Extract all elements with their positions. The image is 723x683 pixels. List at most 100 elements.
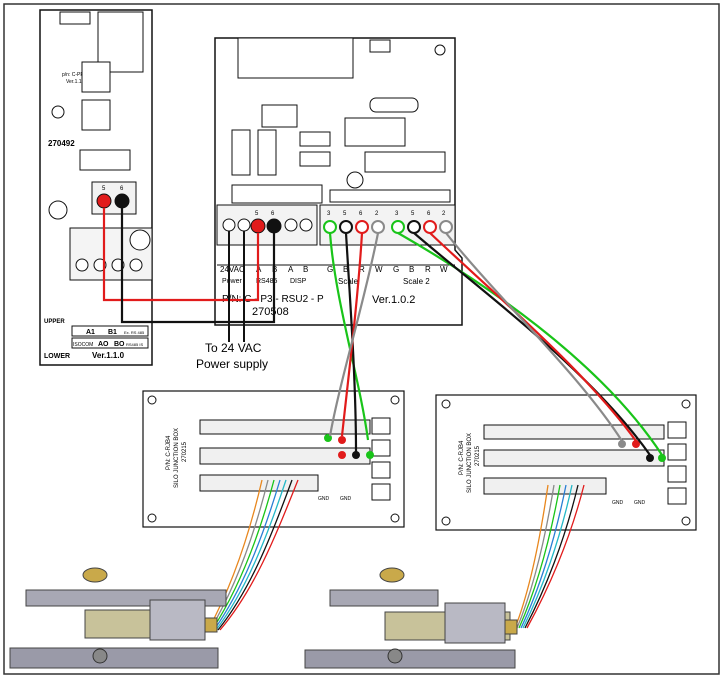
jb-right-w-dot <box>618 440 626 448</box>
main-board-chip-b <box>299 131 331 147</box>
left-board-cap <box>51 105 65 119</box>
left-board-chip-2 <box>81 99 111 131</box>
jb-right-mid-strip <box>483 449 665 467</box>
label-s1-w: W <box>375 265 383 274</box>
scale2-terminal-r <box>423 220 437 234</box>
scale1-wires <box>328 232 380 453</box>
main-board-resistor-1 <box>231 129 251 176</box>
jb-right-code: 270215 <box>475 445 481 466</box>
jb-left-r-dot-1 <box>338 436 346 444</box>
label-s2-w: W <box>440 265 448 274</box>
lc2-pin <box>387 648 403 664</box>
scale2-pin-5: 5 <box>411 211 415 217</box>
lc1-red <box>219 479 299 631</box>
jb-left-b-dot <box>352 451 360 459</box>
scale2-pin-2: 2 <box>442 211 446 217</box>
jb-left-g-dot-2 <box>366 451 374 459</box>
lc1-bolt <box>82 567 108 583</box>
label-b2: B <box>303 265 308 274</box>
left-term-pin-6: 6 <box>120 186 124 192</box>
scale2-terminal-g <box>391 220 405 234</box>
jb-right-hole-bl <box>441 516 451 526</box>
scale2-terminal-w <box>439 220 453 234</box>
jb-left-relay-2 <box>371 439 391 457</box>
lc1-pin <box>92 648 108 664</box>
left-board-code: 270492 <box>48 139 75 148</box>
left-board-pn: p/n: C-PP-485S <box>62 72 98 78</box>
left-board-ic <box>79 149 131 171</box>
junction-box-left: P/N: C-RJB4 SILO JUNCTION BOX 270215 GND… <box>142 390 405 528</box>
left-black-terminal <box>114 193 130 209</box>
label-s1-r: R <box>359 265 365 274</box>
main-board-chip-a <box>261 104 298 128</box>
jb-left-top-strip <box>199 419 371 435</box>
main-board-ic-2 <box>364 151 446 173</box>
left-board-cap-3 <box>129 229 151 251</box>
left-board-chip-1 <box>81 61 111 93</box>
label-s1-g: G <box>327 265 333 274</box>
left-row1-ex: Ex. RS 485 <box>124 330 145 335</box>
jb-right-hole-tr <box>681 399 691 409</box>
wire-s1-green <box>328 232 370 441</box>
jb-right-gnd-1: GND <box>612 500 624 506</box>
label-rs485: RS485 <box>256 278 278 285</box>
jb-right-gnd-2: GND <box>634 500 646 506</box>
jb-left-pn: P/N: C-RJB4 <box>166 435 172 470</box>
jb-left-low-strip <box>199 474 319 492</box>
jb-left-relay-4 <box>371 483 391 501</box>
jb-right-hole-br <box>681 516 691 526</box>
main-screw-a <box>284 218 298 232</box>
jb-right-b-dot <box>646 454 654 462</box>
left-row1-b1: B1 <box>108 329 117 336</box>
main-red-terminal <box>250 218 266 234</box>
main-screw-vac2 <box>237 218 251 232</box>
label-disp: DISP <box>290 278 307 285</box>
junction-box-right: P/N: C-RJB4 SILO JUNCTION BOX 270215 GND… <box>435 394 697 531</box>
left-board-cap-2 <box>48 200 68 220</box>
power-note-line2: Power supply <box>196 357 268 371</box>
label-power: Power <box>222 278 243 285</box>
scale1-pin-5: 5 <box>343 211 347 217</box>
main-board-version: Ver.1.0.2 <box>372 294 415 306</box>
scale1-pin-6: 6 <box>359 211 363 217</box>
jb-right-g-dot <box>658 454 666 462</box>
left-row2-bo: BO <box>114 341 125 348</box>
lc2-green <box>518 484 561 629</box>
wire-s1-gray <box>328 232 380 437</box>
jb-right-r-dot <box>632 440 640 448</box>
loadcell-cable-right <box>514 484 585 629</box>
scale2-pin-6: 6 <box>427 211 431 217</box>
left-row2-rs485is: RS485 IS <box>126 342 143 347</box>
rs485-wires <box>102 208 276 324</box>
lc2-orange <box>514 484 549 629</box>
left-row1-a1: A1 <box>86 329 95 336</box>
jb-right-relay-3 <box>667 465 687 483</box>
jb-right-title: SILO JUNCTION BOX <box>467 433 473 493</box>
wire-s2-red <box>429 232 637 442</box>
wire-rs485-red <box>102 208 260 302</box>
lc2-cyan <box>522 484 573 629</box>
main-controller-board: 5 6 3 5 6 2 3 5 6 2 24VAC Power A B RS48… <box>214 37 463 326</box>
lc1-blue <box>213 479 281 631</box>
left-row2-isocom: ISOCOM <box>73 342 93 348</box>
jb-left-hole-br <box>390 513 400 523</box>
lc2-bolt <box>379 567 405 583</box>
scale1-terminal-b <box>339 220 353 234</box>
load-cell-left <box>9 567 227 669</box>
jb-left-hole-bl <box>147 513 157 523</box>
scale1-terminal-w <box>371 220 385 234</box>
lc2-gland <box>504 619 518 635</box>
jb-right-hole-tl <box>441 399 451 409</box>
jb-right-relay-1 <box>667 421 687 439</box>
label-a2: A <box>288 265 294 274</box>
label-s2-b: B <box>409 265 414 274</box>
lc1-gland <box>204 617 218 633</box>
left-screw-4 <box>129 258 143 272</box>
lc2-block <box>444 602 506 644</box>
lc1-black <box>217 479 293 631</box>
lc1-green <box>211 479 275 631</box>
scale2-terminal-b <box>407 220 421 234</box>
wire-rs485-black <box>120 208 276 324</box>
